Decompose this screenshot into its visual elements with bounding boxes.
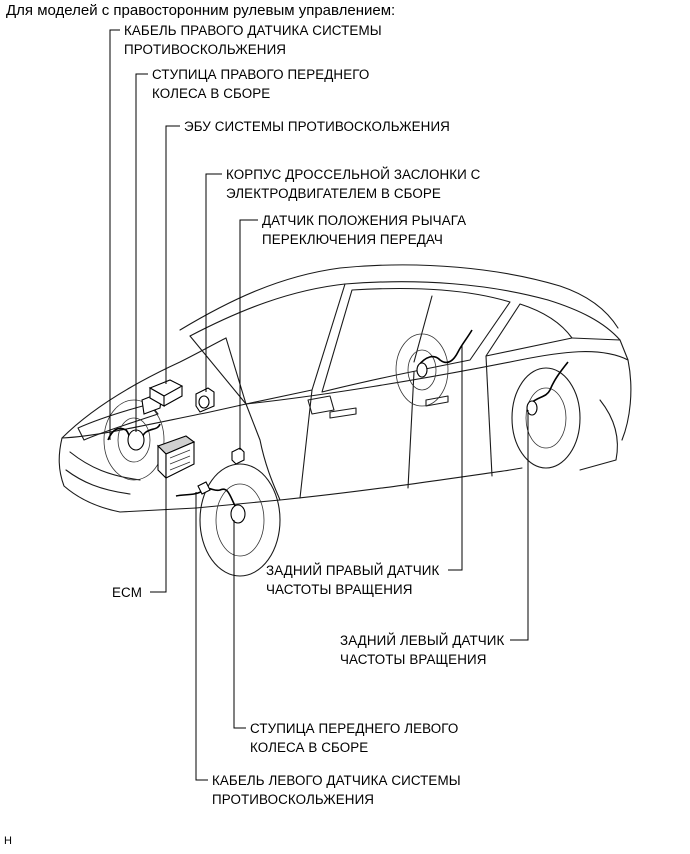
rear-left-wheel — [511, 367, 581, 469]
leader-right-sensor-cable — [109, 29, 120, 440]
shift-lever-sensor-part — [231, 447, 245, 465]
label-shift-lever-sensor: ДАТЧИК ПОЛОЖЕНИЯ РЫЧАГА ПЕРЕКЛЮЧЕНИЯ ПЕР… — [262, 213, 467, 247]
label-front-left-hub: СТУПИЦА ПЕРЕДНЕГО ЛЕВОГО КОЛЕСА В СБОРЕ — [250, 721, 459, 755]
throttle-body-part — [195, 387, 215, 413]
left-sensor-cable-harness — [175, 487, 237, 509]
leader-front-left-hub — [233, 520, 246, 729]
label-rear-left-speed-sensor: ЗАДНИЙ ЛЕВЫЙ ДАТЧИК ЧАСТОТЫ ВРАЩЕНИЯ — [340, 633, 505, 667]
label-left-sensor-cable: КАБЕЛЬ ЛЕВОГО ДАТЧИКА СИСТЕМЫ ПРОТИВОСКО… — [212, 773, 461, 807]
rear-right-speed-sensor-part — [416, 362, 428, 378]
label-rear-right-speed-sensor: ЗАДНИЙ ПРАВЫЙ ДАТЧИК ЧАСТОТЫ ВРАЩЕНИЯ — [266, 563, 440, 597]
skid-control-ecu-part — [148, 379, 184, 407]
rear-right-sensor-harness — [417, 329, 473, 367]
ecm-part — [156, 435, 196, 480]
leader-shift-lever-sensor — [239, 219, 258, 450]
footer-mark: H — [4, 835, 12, 847]
leader-ecm — [150, 474, 167, 593]
rear-right-wheel-phantom — [395, 333, 449, 407]
leader-rear-right-speed-sensor — [448, 346, 463, 571]
leader-rear-left-speed-sensor — [510, 410, 529, 641]
front-right-wheel-phantom — [103, 399, 165, 481]
leader-left-sensor-cable — [195, 492, 208, 781]
car-body-outline — [58, 264, 632, 513]
label-front-right-hub: СТУПИЦА ПРАВОГО ПЕРЕДНЕГО КОЛЕСА В СБОРЕ — [152, 67, 370, 101]
leader-front-right-hub — [135, 73, 148, 432]
label-throttle-body: КОРПУС ДРОССЕЛЬНОЙ ЗАСЛОНКИ С ЭЛЕКТРОДВИ… — [226, 167, 481, 201]
front-left-hub-part — [230, 504, 246, 524]
left-sensor-clamp — [197, 481, 211, 495]
diagram-title: Для моделей с правосторонним рулевым упр… — [6, 2, 396, 19]
rear-left-speed-sensor-part — [526, 400, 538, 416]
label-ecm: ECM — [112, 585, 143, 600]
rear-left-sensor-harness — [529, 361, 569, 405]
leader-skid-control-ecu — [165, 125, 180, 384]
label-right-sensor-cable: КАБЕЛЬ ПРАВОГО ДАТЧИКА СИСТЕМЫ ПРОТИВОСК… — [124, 23, 382, 57]
label-skid-control-ecu: ЭБУ СИСТЕМЫ ПРОТИВОСКОЛЬЖЕНИЯ — [184, 119, 450, 134]
leader-throttle-body — [205, 173, 222, 392]
